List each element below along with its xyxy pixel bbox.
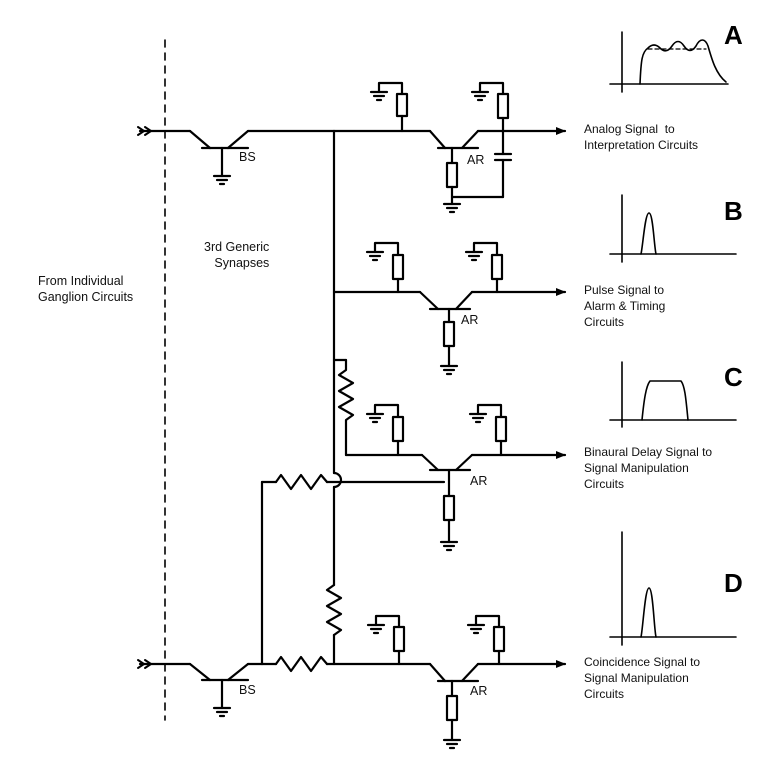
- output-letter-a: A: [724, 20, 743, 50]
- main-bus: [262, 131, 444, 671]
- ar-label-c: AR: [470, 474, 488, 488]
- ar-label-b: AR: [461, 313, 479, 327]
- bs-label-bottom: BS: [239, 683, 256, 697]
- output-text-d: Coincidence Signal to Signal Manipulatio…: [584, 655, 701, 701]
- output-letter-b: B: [724, 196, 743, 226]
- waveform-a: [610, 32, 728, 92]
- bs-label-top: BS: [239, 150, 256, 164]
- waveform-b: [610, 195, 736, 262]
- output-letter-c: C: [724, 362, 743, 392]
- input-bottom: [138, 660, 262, 716]
- stage-d: [368, 616, 565, 748]
- ar-label-d: AR: [470, 684, 488, 698]
- source-label: From Individual Ganglion Circuits: [38, 274, 134, 304]
- stage-a: [371, 83, 565, 212]
- synapses-label: 3rd Generic Synapses: [204, 240, 270, 270]
- bias-resistor: [371, 83, 407, 131]
- ar-label-a: AR: [467, 153, 485, 167]
- waveform-d: [610, 532, 736, 645]
- stage-b: [367, 243, 565, 374]
- output-letter-d: D: [724, 568, 743, 598]
- stage-c: [367, 405, 565, 550]
- output-text-b: Pulse Signal to Alarm & Timing Circuits: [584, 283, 666, 329]
- feedback-resistor: [472, 83, 508, 131]
- waveform-c: [610, 362, 736, 427]
- output-text-c: Binaural Delay Signal to Signal Manipula…: [584, 445, 713, 491]
- input-top: [138, 127, 334, 184]
- output-text-a: Analog Signal to Interpretation Circuits: [584, 122, 699, 152]
